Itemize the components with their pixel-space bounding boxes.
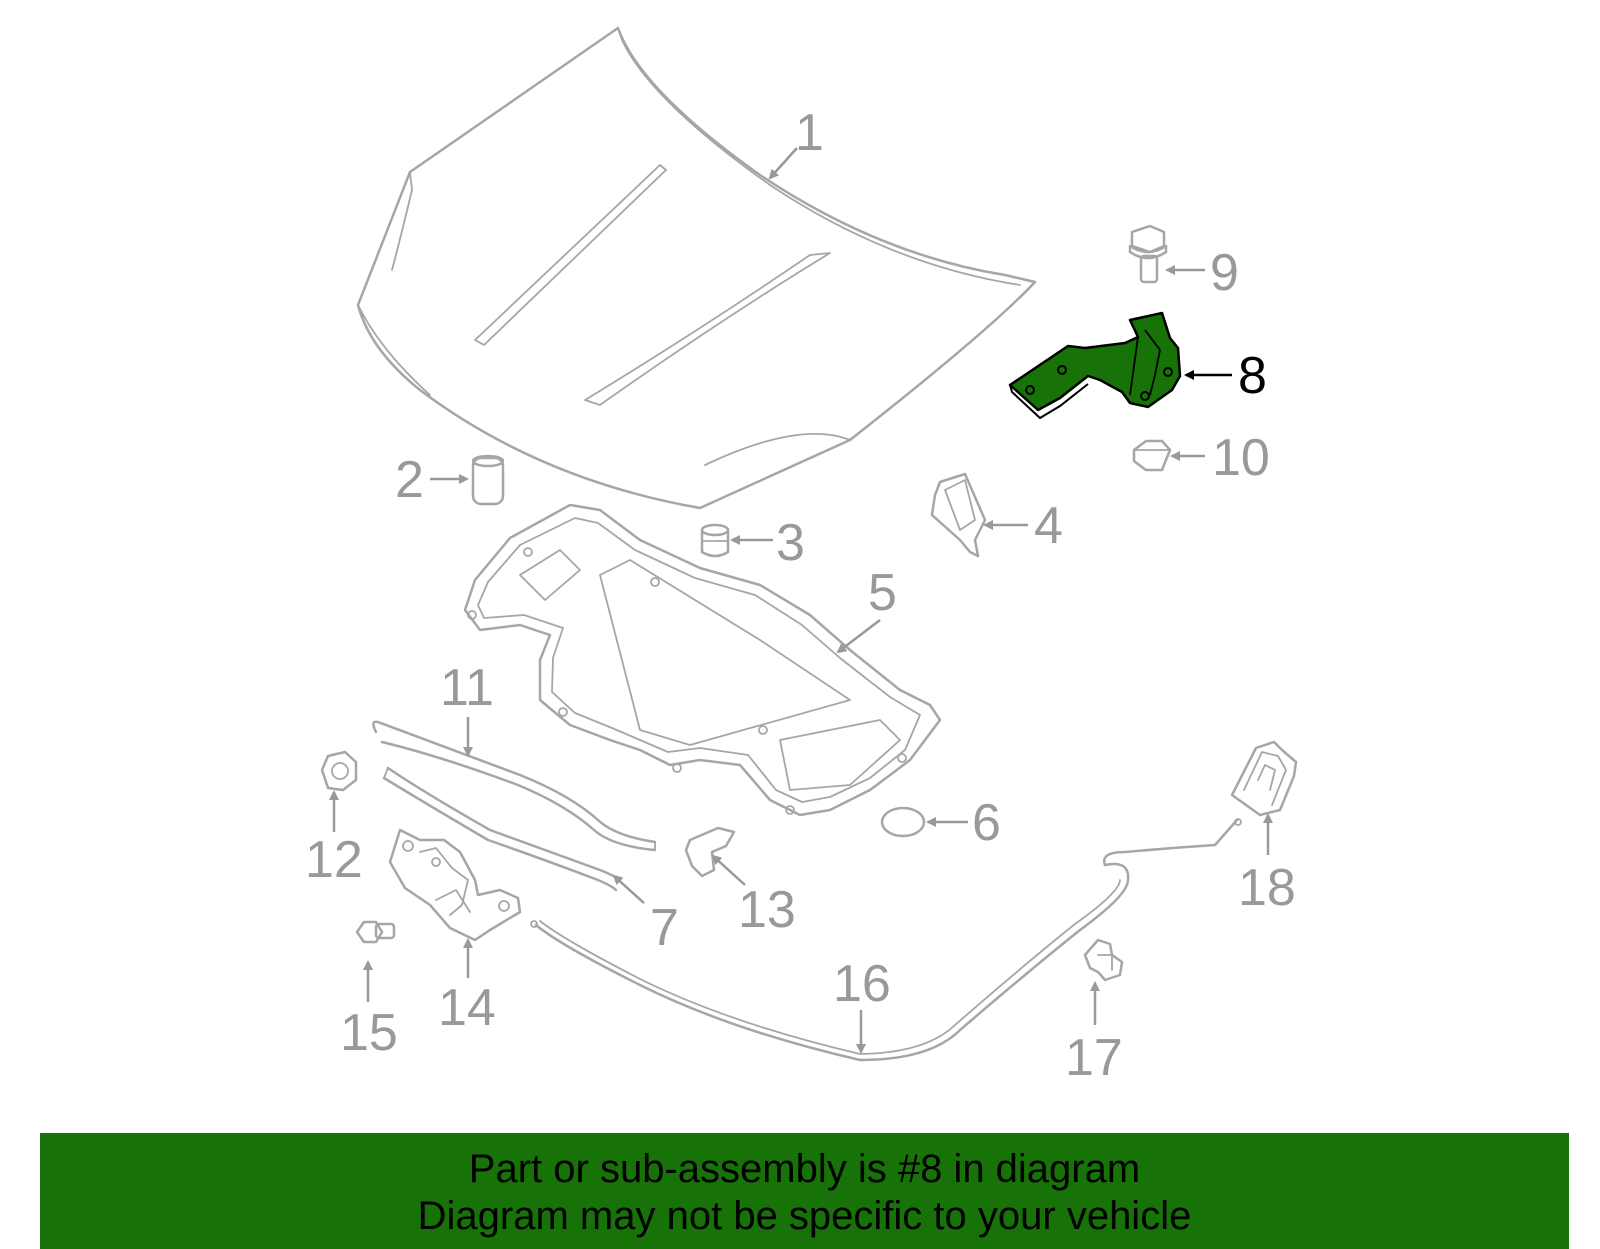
support-rod-part-11: [372, 720, 657, 852]
grommet-part-6: [880, 806, 926, 838]
release-handle-part-18: [1230, 740, 1298, 817]
nut-part-10: [1132, 439, 1172, 472]
callout-numbers: 1 2 3 4 5 6 7 8 9 10 11 12 13 14 15 16 1…: [305, 104, 1296, 1087]
callout-8: 8: [1238, 347, 1267, 405]
bolt-part-15: [355, 920, 396, 944]
part-info-banner: Part or sub-assembly is #8 in diagram Di…: [40, 1133, 1569, 1249]
hood-insulator-part-5: [463, 503, 942, 817]
seal-part-7: [382, 766, 622, 892]
banner-line-1: Part or sub-assembly is #8 in diagram: [468, 1147, 1141, 1191]
cushion-part-3: [700, 523, 730, 558]
callout-16: 16: [833, 955, 891, 1013]
callout-11: 11: [440, 659, 494, 717]
callout-5: 5: [868, 564, 897, 622]
hood-panel: [356, 26, 1037, 510]
bolt-part-9: [1128, 224, 1168, 284]
callout-6: 6: [972, 794, 1001, 852]
grommet-part-12: [320, 750, 358, 792]
clip-part-4: [930, 472, 987, 558]
latch-part-14: [388, 828, 522, 942]
hood-hinge-part-8: [1008, 311, 1182, 420]
callout-2: 2: [395, 451, 424, 509]
callout-9: 9: [1210, 244, 1239, 302]
callout-15: 15: [340, 1004, 398, 1062]
callout-3: 3: [776, 514, 805, 572]
callout-10: 10: [1212, 429, 1270, 487]
callout-14: 14: [438, 979, 496, 1037]
callout-13: 13: [738, 881, 796, 939]
clip-part-17: [1083, 938, 1124, 982]
callout-17: 17: [1065, 1029, 1123, 1087]
release-cable-part-16: [530, 818, 1242, 1062]
callout-7: 7: [650, 899, 679, 957]
callout-12: 12: [305, 831, 363, 889]
leader-lines: [329, 147, 1273, 1054]
callout-18: 18: [1238, 859, 1296, 917]
banner-line-2: Diagram may not be specific to your vehi…: [417, 1194, 1192, 1238]
callout-4: 4: [1034, 497, 1063, 555]
bumper-stop-part-2: [471, 454, 505, 506]
callout-1: 1: [795, 104, 824, 162]
parts-diagram: 1 2 3 4 5 6 7 8 9 10 11 12 13 14 15 16 1…: [305, 26, 1298, 1087]
